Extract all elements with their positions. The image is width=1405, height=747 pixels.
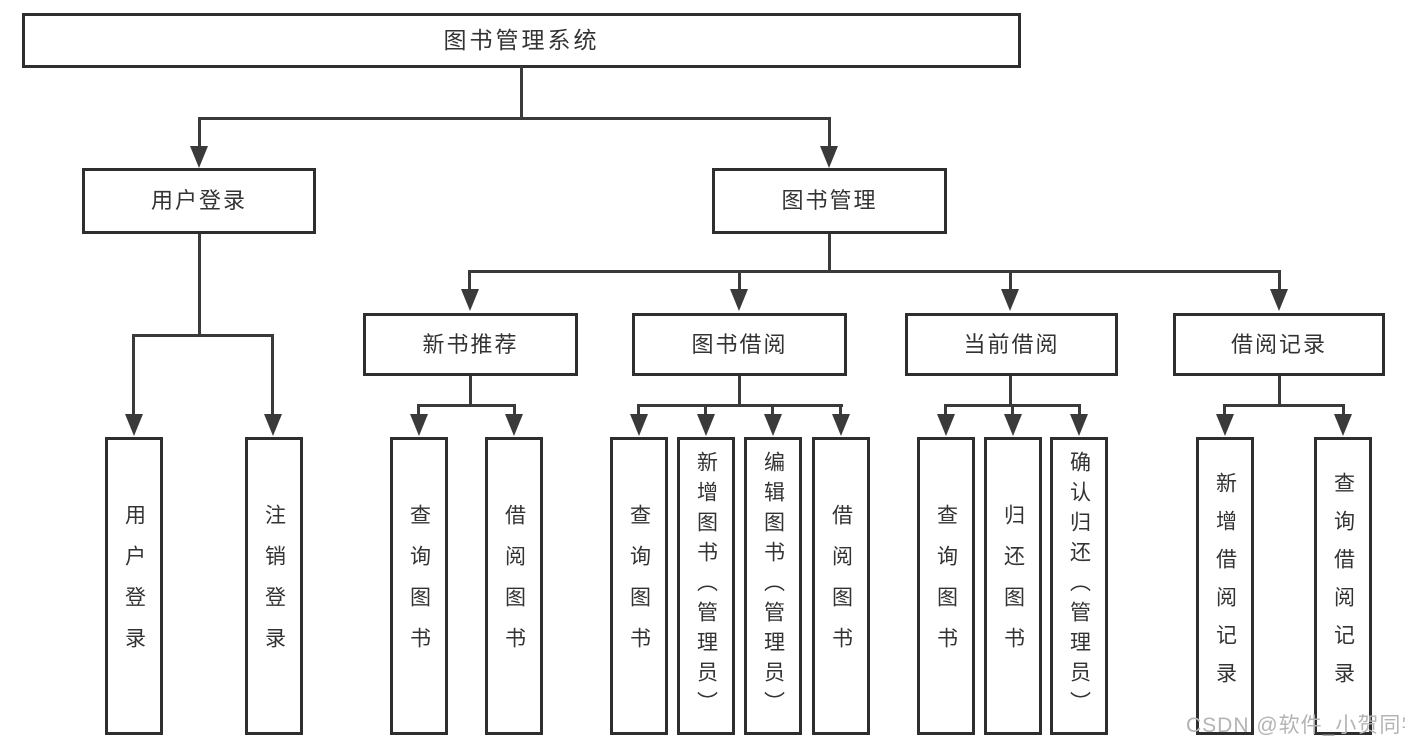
connector-segment	[1078, 404, 1081, 416]
connector-segment	[1011, 404, 1014, 416]
arrowhead-down	[937, 414, 955, 436]
node-new-book-recommendation: 新书推荐	[363, 313, 578, 376]
connector-segment	[132, 334, 135, 414]
node-label: 图书管理	[781, 188, 878, 213]
node-label: 新书推荐	[422, 331, 519, 357]
connector-segment	[704, 404, 707, 416]
arrowhead-down	[1070, 414, 1088, 436]
leaf-borrow-books: 借阅图书	[812, 437, 870, 735]
leaf-return-books: 归还图书	[984, 437, 1042, 735]
arrowhead-down	[1001, 289, 1019, 311]
leaf-logout-login: 注销登录	[245, 437, 303, 735]
leaf-add-books-admin: 新增图书（管理员）	[677, 437, 735, 735]
node-label: 编辑图书（管理员）	[761, 451, 785, 721]
connector-segment	[738, 376, 741, 407]
node-label: 新增图书（管理员）	[694, 451, 718, 721]
leaf-borrow-books-recommend: 借阅图书	[485, 437, 543, 735]
connector-segment	[944, 404, 947, 416]
connector-segment	[417, 404, 420, 416]
node-book-management: 图书管理	[712, 168, 947, 234]
arrowhead-down	[264, 414, 282, 436]
arrowhead-down	[1004, 414, 1022, 436]
connector-segment	[469, 376, 472, 407]
arrowhead-down	[820, 146, 838, 168]
connector-segment	[1342, 404, 1345, 416]
node-label: 图书管理系统	[443, 27, 600, 53]
node-label: 图书借阅	[691, 331, 788, 357]
connector-segment	[468, 270, 1281, 273]
connector-segment	[1223, 404, 1226, 416]
leaf-user-login: 用户登录	[105, 437, 163, 735]
leaf-confirm-return-admin: 确认归还（管理员）	[1050, 437, 1108, 735]
connector-segment	[417, 404, 516, 407]
node-label: 新增借阅记录	[1213, 472, 1237, 700]
connector-segment	[839, 404, 842, 416]
leaf-query-books-current: 查询图书	[917, 437, 975, 735]
connector-segment	[1223, 404, 1345, 407]
arrowhead-down	[125, 414, 143, 436]
arrowhead-down	[505, 414, 523, 436]
node-label: 注销登录	[262, 504, 286, 668]
connector-segment	[738, 270, 741, 289]
leaf-add-borrow-record: 新增借阅记录	[1196, 437, 1254, 735]
node-label: 用户登录	[150, 188, 247, 213]
connector-segment	[828, 117, 831, 147]
arrowhead-down	[630, 414, 648, 436]
arrowhead-down	[461, 289, 479, 311]
connector-segment	[771, 404, 774, 416]
node-library-system: 图书管理系统	[22, 13, 1021, 68]
node-label: 借阅记录	[1230, 331, 1327, 357]
arrowhead-down	[1334, 414, 1352, 436]
node-label: 查询图书	[407, 504, 431, 668]
connector-segment	[637, 404, 640, 416]
node-label: 查询图书	[627, 504, 651, 668]
connector-segment	[828, 234, 831, 273]
node-label: 借阅图书	[502, 504, 526, 668]
node-user-login: 用户登录	[82, 168, 316, 234]
node-label: 归还图书	[1001, 504, 1025, 668]
connector-segment	[637, 404, 843, 407]
arrowhead-down	[410, 414, 428, 436]
connector-segment	[520, 66, 523, 119]
connector-segment	[271, 334, 274, 414]
arrowhead-down	[1216, 414, 1234, 436]
leaf-query-books-recommend: 查询图书	[390, 437, 448, 735]
connector-segment	[1278, 376, 1281, 407]
arrowhead-down	[1270, 289, 1288, 311]
connector-segment	[198, 117, 201, 147]
node-label: 当前借阅	[963, 331, 1060, 357]
connector-segment	[132, 334, 274, 337]
arrowhead-down	[764, 414, 782, 436]
node-current-borrowing: 当前借阅	[905, 313, 1118, 376]
watermark-text: CSDN @软件_小贺同学	[1186, 714, 1405, 737]
node-label: 查询借阅记录	[1331, 472, 1355, 700]
leaf-query-borrow-record: 查询借阅记录	[1314, 437, 1372, 735]
node-label: 查询图书	[934, 504, 958, 668]
connector-segment	[1009, 270, 1012, 289]
arrowhead-down	[832, 414, 850, 436]
arrowhead-down	[730, 289, 748, 311]
leaf-edit-books-admin: 编辑图书（管理员）	[744, 437, 802, 735]
arrowhead-down	[697, 414, 715, 436]
arrowhead-down	[190, 146, 208, 168]
node-label: 用户登录	[122, 504, 146, 668]
connector-segment	[468, 270, 471, 289]
node-book-borrowing: 图书借阅	[632, 313, 847, 376]
leaf-query-books-borrow: 查询图书	[610, 437, 668, 735]
connector-segment	[1278, 270, 1281, 289]
node-label: 确认归还（管理员）	[1067, 451, 1091, 721]
connector-segment	[1009, 376, 1012, 407]
connector-segment	[513, 404, 516, 416]
connector-segment	[198, 117, 831, 120]
node-label: 借阅图书	[829, 504, 853, 668]
connector-segment	[198, 234, 201, 337]
node-borrowing-records: 借阅记录	[1173, 313, 1385, 376]
